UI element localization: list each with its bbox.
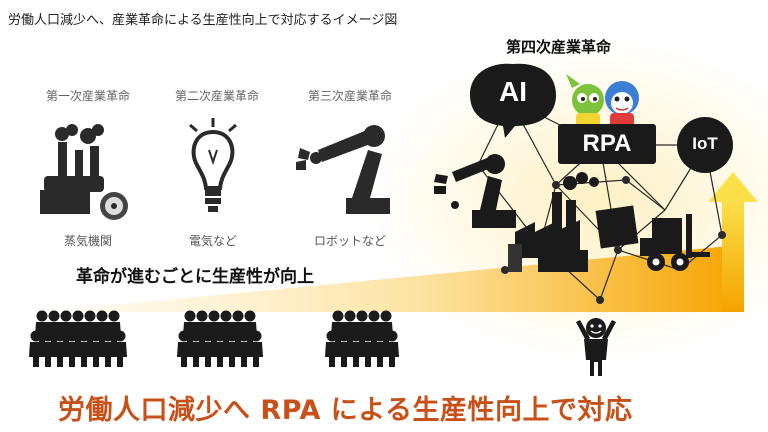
factory-icon — [508, 172, 599, 272]
steam-engine-icon — [40, 124, 128, 220]
era-3-label: 第三次産業革命 — [307, 89, 392, 103]
headline: 労働人口減少へ RPA による生産性向上で対応 — [58, 395, 633, 426]
ai-label: AI — [499, 76, 527, 107]
package-box-icon — [595, 205, 639, 249]
rpa-label: RPA — [582, 130, 632, 157]
mascot-characters-icon — [566, 74, 639, 127]
era-2-tech-label: 電気など — [188, 234, 237, 248]
light-bulb-icon — [189, 118, 237, 212]
era-3-tech-label: ロボットなど — [313, 234, 386, 248]
workforce-group-3-icon — [325, 310, 399, 367]
ai-bubble-icon — [470, 63, 556, 138]
page-title: 労働人口減少へ、産業革命による生産性向上で対応するイメージ図 — [8, 13, 398, 28]
single-worker-icon — [576, 318, 616, 376]
productivity-caption: 革命が進むごとに生産性が向上 — [76, 267, 314, 287]
forklift-icon — [640, 214, 710, 271]
robot-arm-icon — [296, 125, 390, 214]
era-1-tech-label: 蒸気機関 — [63, 234, 112, 248]
growth-arrow-icon — [708, 172, 758, 312]
industrial-robot-icon — [434, 154, 516, 228]
iot-label: IoT — [692, 134, 718, 153]
workforce-group-2-icon — [177, 310, 263, 367]
era-1-label: 第一次産業革命 — [45, 89, 130, 103]
iot-circle — [677, 117, 733, 173]
network-dots — [501, 176, 726, 304]
fourth-revolution-title: 第四次産業革命 — [506, 38, 612, 56]
rpa-box — [558, 124, 656, 164]
era-2-label: 第二次産業革命 — [174, 89, 259, 103]
workforce-group-1-icon — [29, 310, 127, 367]
